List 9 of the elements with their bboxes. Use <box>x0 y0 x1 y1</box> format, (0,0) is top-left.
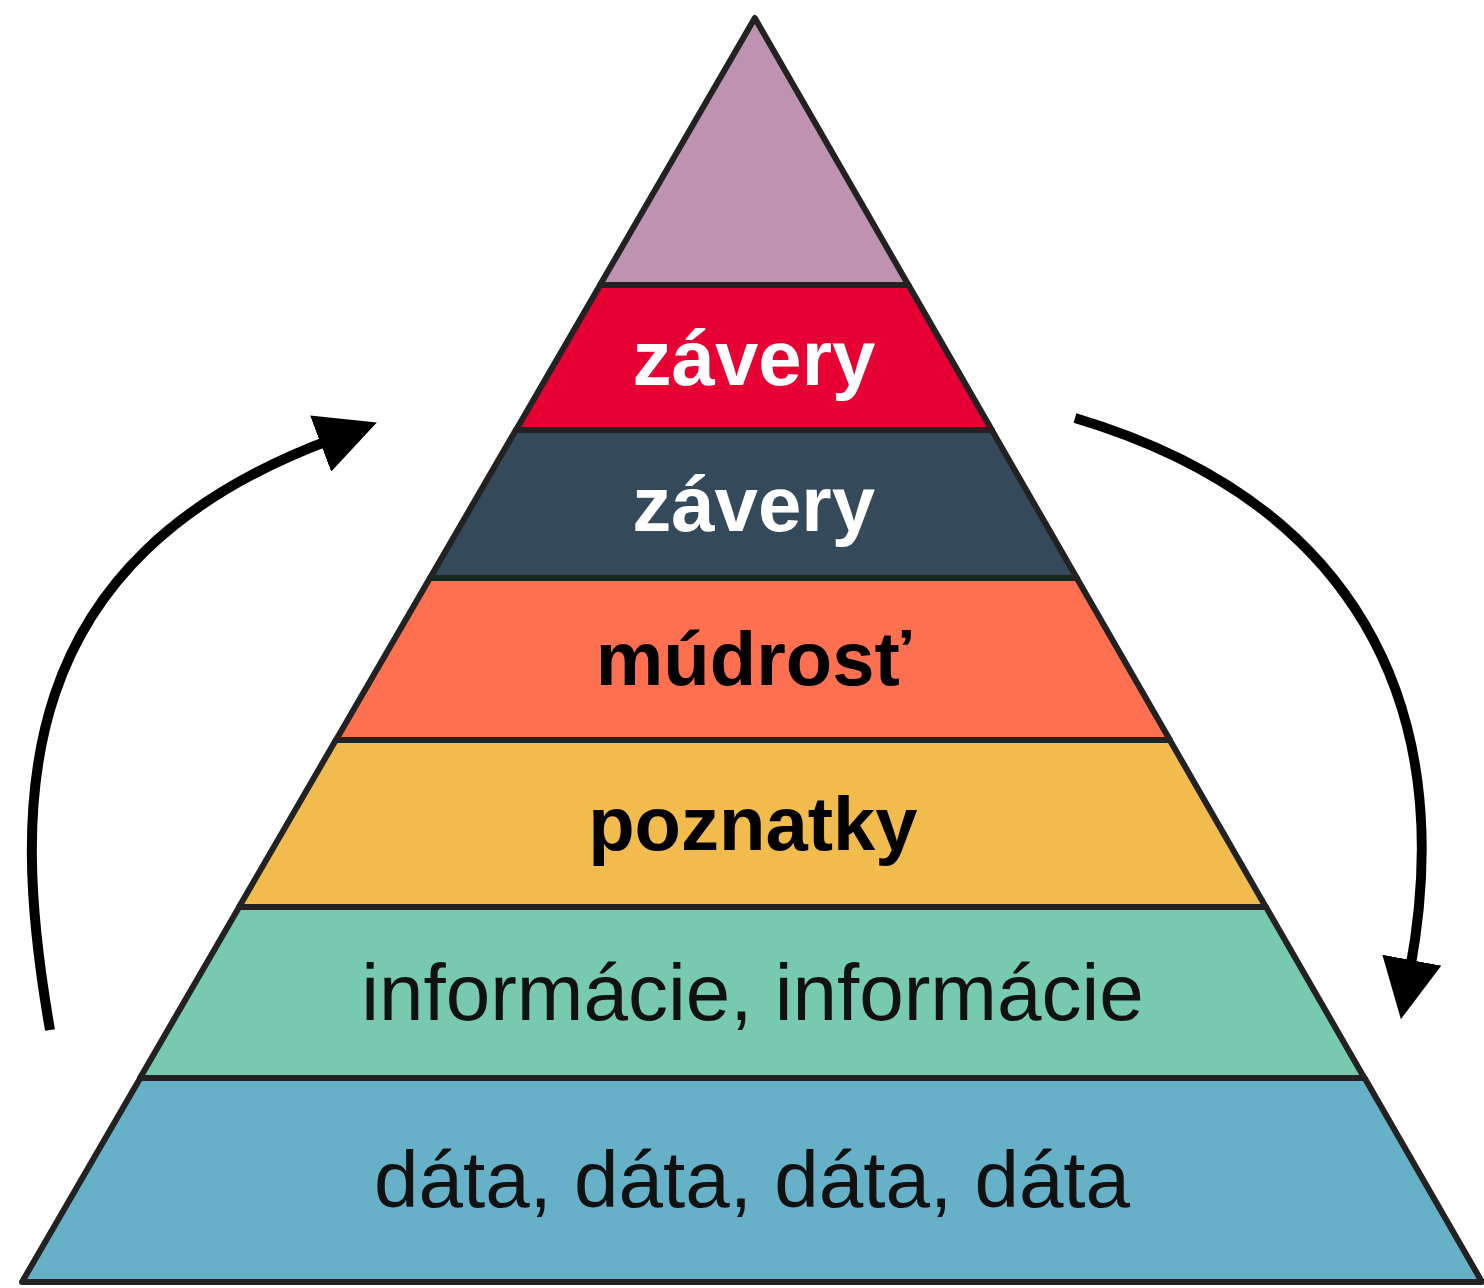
pyramid-band <box>430 430 1078 578</box>
band-label: dáta, dáta, dáta, dáta <box>373 1140 1131 1220</box>
pyramid-band <box>516 285 992 430</box>
pyramid-band <box>140 907 1365 1078</box>
pyramid-band <box>22 1078 1482 1282</box>
pyramid-band <box>336 578 1171 740</box>
band-label: múdrosť <box>595 621 911 697</box>
band-label: informácie, informácie <box>361 952 1144 1033</box>
pyramid-band <box>239 740 1267 907</box>
